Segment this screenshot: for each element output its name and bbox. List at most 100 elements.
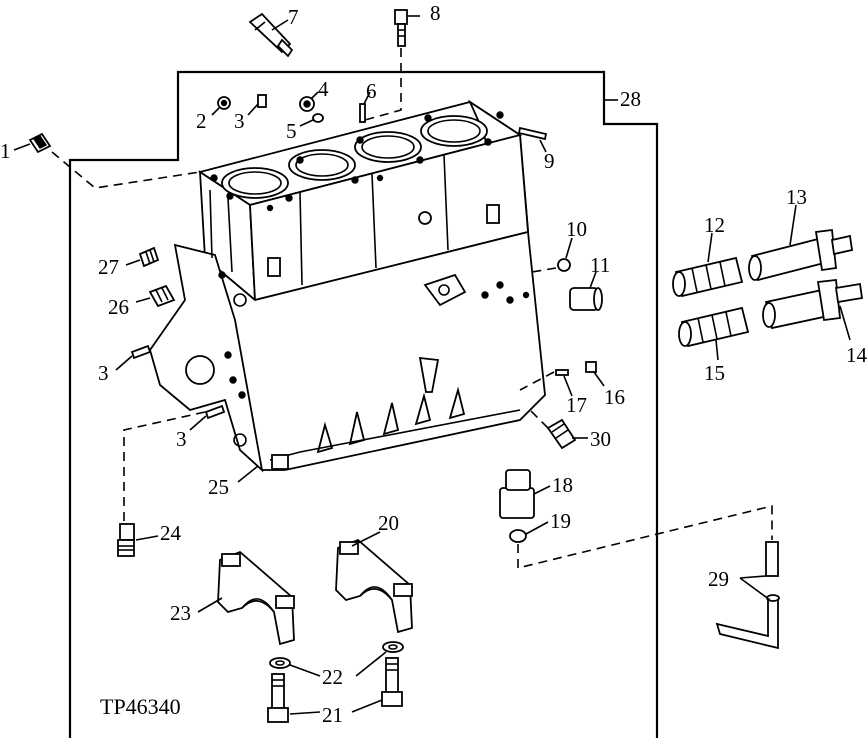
part-15-bushing (678, 306, 750, 348)
part-21-bolt-right (381, 657, 403, 707)
callout-5: 5 (286, 119, 297, 143)
leader-3-left (115, 355, 133, 371)
leader-16 (593, 371, 605, 387)
part-17-pin (555, 369, 569, 376)
leader-12 (707, 232, 713, 263)
leader-10 (565, 237, 573, 259)
leader-1 (13, 143, 31, 151)
callout-10: 10 (566, 217, 587, 241)
part-6-pin (359, 103, 366, 123)
leader-20 (351, 531, 381, 547)
callout-26: 26 (108, 295, 129, 319)
part-3-dowel-lower (204, 404, 226, 420)
part-3-dowel-left (130, 344, 152, 360)
callout-9: 9 (544, 149, 555, 173)
callout-13: 13 (786, 185, 807, 209)
callout-7: 7 (288, 5, 299, 29)
part-26-plug (148, 284, 176, 308)
part-19-o-ring (509, 529, 527, 543)
leader-3-lower (189, 415, 207, 431)
part-13-shaft (748, 228, 854, 282)
part-16-plug (585, 361, 597, 373)
part-4-plug (299, 96, 315, 112)
leader-25 (237, 465, 259, 483)
part-1-plug (28, 132, 52, 154)
dash-1 (51, 151, 201, 189)
dash-10 (531, 267, 557, 273)
dash-19-29 (517, 504, 773, 570)
part-5-washer (312, 113, 324, 123)
leader-21-right (351, 699, 383, 713)
callout-3-top: 3 (234, 109, 245, 133)
part-9-pin (517, 126, 548, 141)
callout-21: 21 (322, 703, 343, 727)
callout-28: 28 (620, 87, 641, 111)
part-22-washer-left (269, 657, 291, 669)
callout-14: 14 (846, 343, 868, 367)
cylinder-block (149, 99, 546, 473)
part-7-stud (248, 12, 294, 58)
callout-17: 17 (566, 393, 587, 417)
leader-26 (135, 297, 151, 303)
callout-22: 22 (322, 665, 343, 689)
part-29-tube (715, 541, 780, 650)
part-8-fitting (394, 9, 408, 47)
leader-11 (589, 271, 597, 289)
leader-15 (715, 339, 719, 361)
leader-7 (271, 19, 289, 31)
leader-23 (197, 597, 223, 613)
part-23-bearing-cap (217, 550, 295, 646)
callout-16: 16 (604, 385, 625, 409)
callout-8: 8 (430, 1, 441, 25)
callout-30: 30 (590, 427, 611, 451)
callout-12: 12 (704, 213, 725, 237)
part-10-plug (557, 258, 571, 272)
callout-24: 24 (160, 521, 182, 545)
leader-22-right (355, 651, 387, 677)
leader-14 (839, 305, 851, 341)
callout-19: 19 (550, 509, 571, 533)
leader-24 (135, 535, 159, 541)
leader-5 (299, 119, 314, 127)
callout-18: 18 (552, 473, 573, 497)
part-14-shaft (762, 279, 864, 330)
dash-24 (123, 411, 206, 522)
leader-22-left (289, 664, 321, 677)
leader-3-top (247, 103, 259, 116)
leader-6 (363, 91, 371, 105)
leader-9 (539, 139, 547, 153)
leader-13 (789, 204, 797, 246)
leader-2 (211, 107, 220, 116)
callout-4: 4 (318, 77, 329, 101)
figure-id: TP46340 (100, 694, 181, 719)
leader-29 (739, 577, 771, 601)
callout-11: 11 (590, 253, 610, 277)
part-21-bolt-left (267, 673, 289, 723)
leader-17 (563, 375, 573, 397)
part-24-fitting (117, 523, 135, 557)
callout-6: 6 (366, 79, 377, 103)
leader-27 (125, 259, 141, 266)
callout-1: 1 (0, 139, 11, 163)
leader-29b (739, 575, 767, 579)
callout-23: 23 (170, 601, 191, 625)
callout-29: 29 (708, 567, 729, 591)
leader-18 (533, 485, 551, 495)
part-27-spring (138, 246, 160, 268)
part-12-bushing (672, 256, 744, 298)
part-20-bearing-cap (335, 538, 413, 634)
dash-30 (529, 409, 549, 429)
part-30-fitting (546, 418, 577, 450)
leader-21-left (289, 711, 321, 715)
part-18-plug (499, 469, 535, 519)
callout-25: 25 (208, 475, 229, 499)
callout-2: 2 (196, 109, 207, 133)
callout-27: 27 (98, 255, 119, 279)
part-2-plug (217, 96, 231, 110)
part-3-dowel-top (257, 94, 267, 108)
group-outline-frame (68, 70, 659, 738)
part-22-washer-right (382, 641, 404, 653)
callout-20: 20 (378, 511, 399, 535)
